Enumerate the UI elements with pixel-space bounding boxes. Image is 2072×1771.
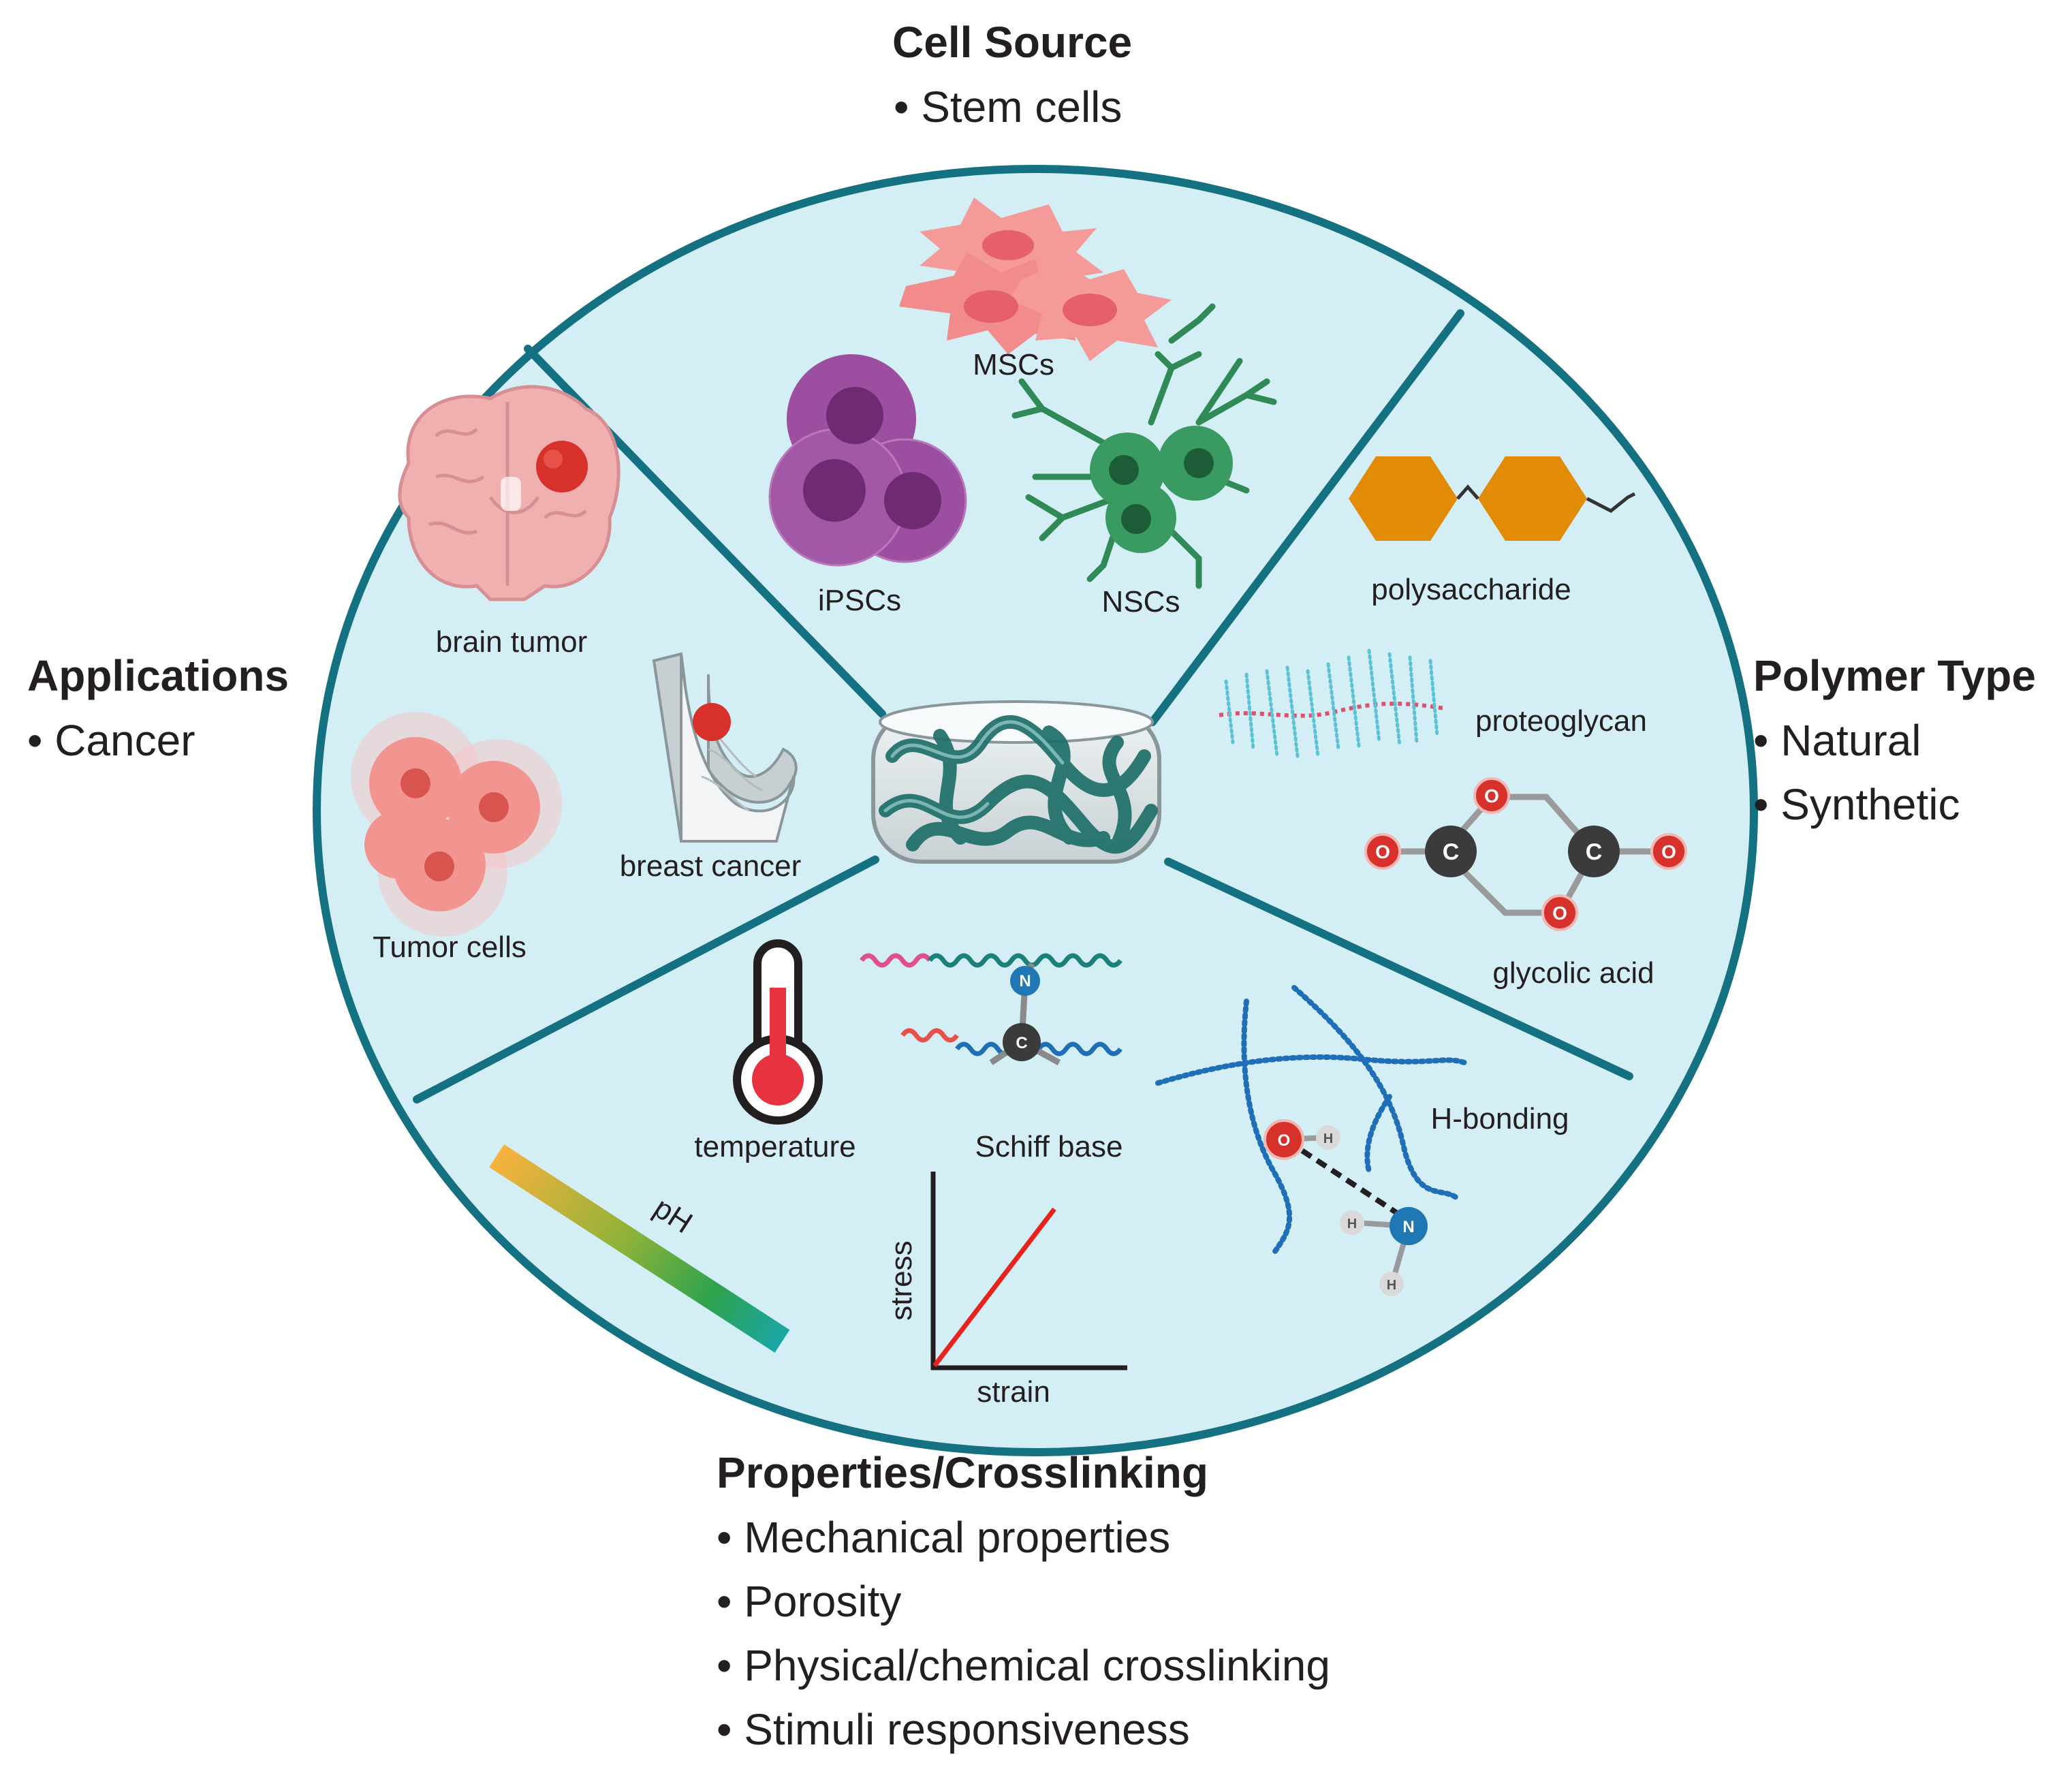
msc-cells-icon bbox=[899, 198, 1172, 361]
glycolic-o-4: O bbox=[1661, 841, 1676, 862]
schiff-c: C bbox=[1016, 1034, 1027, 1052]
section-properties-crosslinking: Properties/Crosslinking • Mechanical pro… bbox=[717, 1440, 1330, 1761]
thermometer-icon bbox=[733, 939, 823, 1125]
polymer-type-item: • Synthetic bbox=[1753, 780, 1960, 829]
section-cell-source: Cell Source • Stem cells bbox=[892, 10, 1132, 139]
cell-source-item: • Stem cells bbox=[894, 82, 1123, 131]
properties-item: • Porosity bbox=[717, 1577, 902, 1626]
hbond-h-2: H bbox=[1347, 1217, 1357, 1232]
stress-axis-label: stress bbox=[885, 1240, 918, 1320]
glycolic-o-1: O bbox=[1375, 841, 1390, 862]
label-h-bonding: H-bonding bbox=[1430, 1102, 1569, 1135]
glycolic-c-2: C bbox=[1586, 839, 1603, 865]
breast-cancer-icon bbox=[652, 652, 798, 843]
label-schiff-base: Schiff base bbox=[975, 1130, 1123, 1163]
stress-strain-graph: stress strain bbox=[885, 1172, 1127, 1409]
section-polymer-type: Polymer Type • Natural • Synthetic bbox=[1753, 643, 2036, 836]
label-mscs: MSCs bbox=[973, 348, 1054, 381]
applications-title: Applications bbox=[27, 651, 289, 700]
hbond-o: O bbox=[1278, 1131, 1291, 1150]
label-temperature: temperature bbox=[694, 1130, 856, 1163]
schiff-n: N bbox=[1019, 972, 1031, 990]
polysaccharide-icon bbox=[1349, 456, 1636, 541]
schiff-base-icon: N C bbox=[860, 953, 1123, 1065]
label-brain-tumor: brain tumor bbox=[436, 625, 588, 659]
properties-item: • Stimuli responsiveness bbox=[717, 1705, 1190, 1754]
label-proteoglycan: proteoglycan bbox=[1475, 704, 1647, 738]
properties-item: • Physical/chemical crosslinking bbox=[717, 1641, 1330, 1690]
label-glycolic-acid: glycolic acid bbox=[1492, 956, 1654, 990]
properties-item: • Mechanical properties bbox=[717, 1513, 1171, 1562]
h-bonding-icon: O N H H H bbox=[1155, 985, 1467, 1296]
brain-tumor-icon bbox=[398, 385, 621, 601]
hbond-h-1: H bbox=[1323, 1131, 1333, 1146]
hydrogel-icon bbox=[871, 700, 1161, 864]
label-ipscs: iPSCs bbox=[818, 584, 901, 617]
ipsc-cells-icon bbox=[768, 354, 967, 567]
glycolic-o-3: O bbox=[1552, 903, 1567, 924]
proteoglycan-icon bbox=[1219, 648, 1445, 758]
section-applications: Applications • Cancer bbox=[27, 643, 289, 772]
polymer-type-item: • Natural bbox=[1753, 716, 1921, 765]
label-polysaccharide: polysaccharide bbox=[1371, 573, 1571, 606]
glycolic-c-1: C bbox=[1443, 839, 1460, 865]
tumor-cells-icon bbox=[351, 712, 562, 937]
label-tumor-cells: Tumor cells bbox=[373, 930, 527, 964]
glycolic-acid-icon: O O O O C C bbox=[1364, 777, 1687, 931]
polymer-type-title: Polymer Type bbox=[1753, 651, 2036, 700]
hbond-n: N bbox=[1402, 1218, 1414, 1236]
nsc-cells-icon bbox=[1011, 303, 1277, 589]
label-nscs: NSCs bbox=[1102, 585, 1180, 618]
applications-item: • Cancer bbox=[27, 716, 195, 765]
glycolic-o-2: O bbox=[1484, 785, 1499, 806]
hbond-h-3: H bbox=[1387, 1278, 1396, 1293]
label-breast-cancer: breast cancer bbox=[620, 849, 802, 883]
cell-source-title: Cell Source bbox=[892, 18, 1133, 67]
strain-axis-label: strain bbox=[977, 1375, 1050, 1409]
ph-gradient-bar bbox=[489, 1144, 790, 1353]
properties-title: Properties/Crosslinking bbox=[717, 1448, 1208, 1497]
